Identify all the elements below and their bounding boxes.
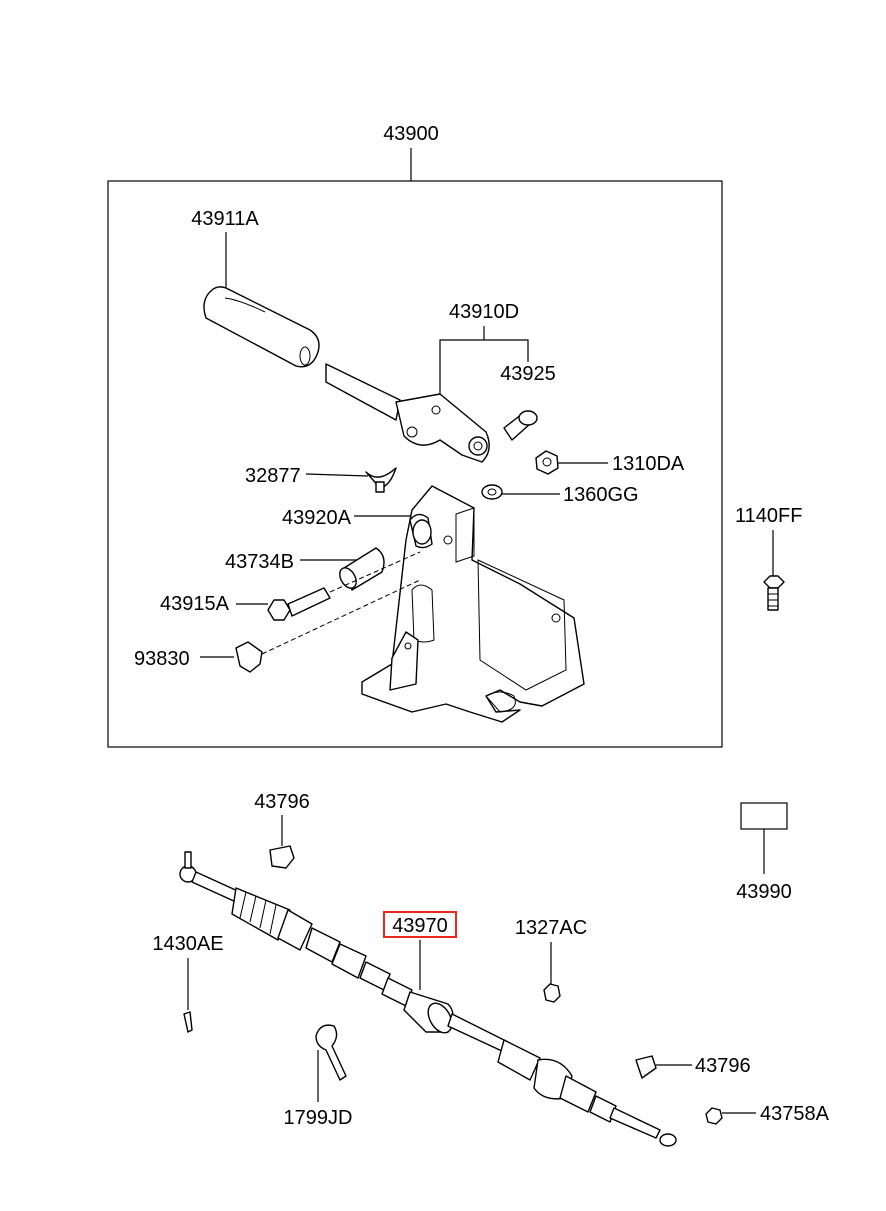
bushing-43734B: 43734B (225, 547, 385, 591)
washer-shape (481, 484, 503, 500)
lever-43910D: 43910D (325, 301, 529, 463)
part-43990-box (740, 802, 788, 830)
pin-1430AE-shape (183, 1011, 193, 1033)
label-1310DA[interactable]: 1310DA (612, 453, 685, 475)
label-43796-bottom[interactable]: 43796 (695, 1055, 751, 1077)
cable-end-ring (659, 1133, 677, 1147)
pin-1430AE: 1430AE (152, 933, 224, 1033)
end-nut-shape (705, 1107, 723, 1125)
label-32877[interactable]: 32877 (245, 465, 301, 487)
nut-1310DA: 1310DA (535, 450, 685, 475)
knob-body (203, 286, 320, 368)
clip-93830: 93830 (134, 579, 421, 673)
cable-clip-43796-top: 43796 (254, 791, 310, 869)
clip-shape (235, 641, 263, 673)
bolt-head (267, 599, 291, 621)
label-43796-top[interactable]: 43796 (254, 791, 310, 813)
highlight-box-43970 (383, 911, 457, 938)
label-43990[interactable]: 43990 (736, 881, 792, 903)
label-43900[interactable]: 43900 (383, 123, 439, 145)
cable-clip-bottom-shape (635, 1055, 657, 1079)
label-1140FF[interactable]: 1140FF (735, 505, 802, 527)
nut-1327AC: 1327AC (515, 917, 587, 1003)
band-shape (315, 1024, 347, 1081)
cable-boot (231, 887, 291, 941)
side-bolt-head (763, 575, 785, 589)
side-bolt-1140FF: 1140FF (735, 505, 802, 611)
label-93830[interactable]: 93830 (134, 648, 190, 670)
label-1360GG[interactable]: 1360GG (563, 484, 639, 506)
cable-clip-shape (269, 845, 295, 869)
label-43734B[interactable]: 43734B (225, 551, 294, 573)
knob-43911A: 43911A (191, 208, 320, 368)
lever-shaft (325, 363, 401, 421)
part-43990: 43990 (736, 802, 792, 903)
label-43758A[interactable]: 43758A (760, 1103, 830, 1125)
spring-clip-32877: 32877 (245, 465, 397, 493)
label-1799JD[interactable]: 1799JD (284, 1107, 353, 1129)
label-43970[interactable]: 43970 (392, 915, 448, 937)
cable-line (447, 1013, 509, 1053)
pin-43925: 43925 (500, 363, 556, 441)
nut-43758A: 43758A (705, 1103, 830, 1125)
label-43925[interactable]: 43925 (500, 363, 556, 385)
bolt-shank (287, 587, 331, 617)
lever-plate (395, 393, 490, 463)
cable-43970: 43970 (179, 851, 677, 1147)
label-1327AC[interactable]: 1327AC (515, 917, 587, 939)
label-43915A[interactable]: 43915A (160, 593, 230, 615)
label-1430AE[interactable]: 1430AE (152, 933, 223, 955)
label-43920A[interactable]: 43920A (282, 507, 352, 529)
assembly-43900: 43900 (107, 123, 723, 748)
assembly-frame (107, 180, 723, 748)
bracket-43920A: 43920A (282, 485, 585, 723)
label-43910D[interactable]: 43910D (449, 301, 519, 323)
bolt-43915A: 43915A (160, 551, 421, 621)
cable-clip-43796-bottom: 43796 (635, 1055, 751, 1079)
band-1799JD: 1799JD (284, 1024, 353, 1129)
washer-1360GG: 1360GG (481, 484, 639, 506)
cable-nut-shape (543, 983, 561, 1003)
label-43911A[interactable]: 43911A (191, 208, 259, 230)
nut-shape (535, 450, 559, 475)
